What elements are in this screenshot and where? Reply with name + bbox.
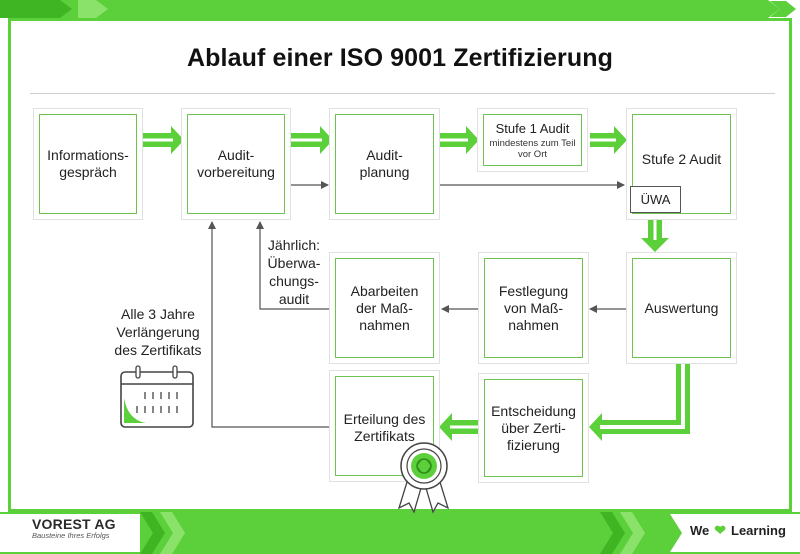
thin-arrow-work-prep [256, 221, 332, 310]
step-work-measures-label: Abarbeiten der Maß- nahmen [350, 282, 419, 333]
green-arrow-plan-stage1 [440, 126, 479, 154]
step-information-label: Informations- gespräch [47, 147, 129, 180]
title-divider [30, 93, 775, 94]
green-arrow-stage1-stage2 [590, 126, 627, 154]
step-stage1-audit: Stufe 1 Audit mindestens zum Teil vor Or… [477, 108, 588, 172]
renewal-label: Alle 3 Jahre Verlängerung des Zertifikat… [114, 306, 202, 358]
uewa-tag: ÜWA [630, 186, 681, 213]
green-arrow-decision-issue [439, 413, 480, 441]
green-arrow-eval-decision [589, 364, 690, 441]
annual-audit-label: Jährlich: Überwa- chungs- audit [267, 237, 321, 307]
step-audit-planning-label: Audit- planung [359, 147, 410, 180]
brand-tagline: Bausteine Ihres Erfolgs [32, 531, 110, 540]
step-stage1-title: Stufe 1 Audit [495, 120, 570, 136]
brand-logo: VOREST AG Bausteine Ihres Erfolgs [32, 516, 122, 540]
step-evaluation: Auswertung [626, 252, 737, 364]
page-title: Ablauf einer ISO 9001 Zertifizierung [187, 44, 613, 72]
green-arrow-info-prep [143, 126, 184, 154]
step-define-measures-label: Festlegung von Maß- nahmen [498, 282, 569, 333]
step-work-measures: Abarbeiten der Maß- nahmen [329, 252, 440, 364]
step-evaluation-label: Auswertung [644, 299, 719, 316]
step-stage1-note: mindestens zum Teil vor Ort [489, 137, 576, 160]
slogan-learning: Learning [731, 523, 786, 538]
slogan: We ❤ Learning [690, 522, 786, 539]
step-certificate-issue-label: Erteilung des Zertifikats [343, 411, 426, 444]
brand-name: VOREST AG [32, 516, 116, 532]
step-decision: Entscheidung über Zerti- fizierung [478, 373, 589, 483]
step-audit-preparation: Audit- vorbereitung [181, 108, 291, 220]
step-information: Informations- gespräch [33, 108, 143, 220]
step-stage2-label: Stufe 2 Audit [641, 151, 722, 167]
step-audit-planning: Audit- planung [329, 108, 440, 220]
green-arrow-stage2-eval [641, 216, 669, 252]
green-arrow-prep-plan [290, 126, 333, 154]
heart-icon: ❤ [714, 522, 726, 538]
step-decision-label: Entscheidung über Zerti- fizierung [491, 402, 576, 453]
thin-arrow-issue-prep [208, 221, 332, 428]
step-audit-preparation-label: Audit- vorbereitung [197, 147, 275, 180]
slogan-we: We [690, 523, 710, 538]
step-define-measures: Festlegung von Maß- nahmen [478, 252, 589, 364]
